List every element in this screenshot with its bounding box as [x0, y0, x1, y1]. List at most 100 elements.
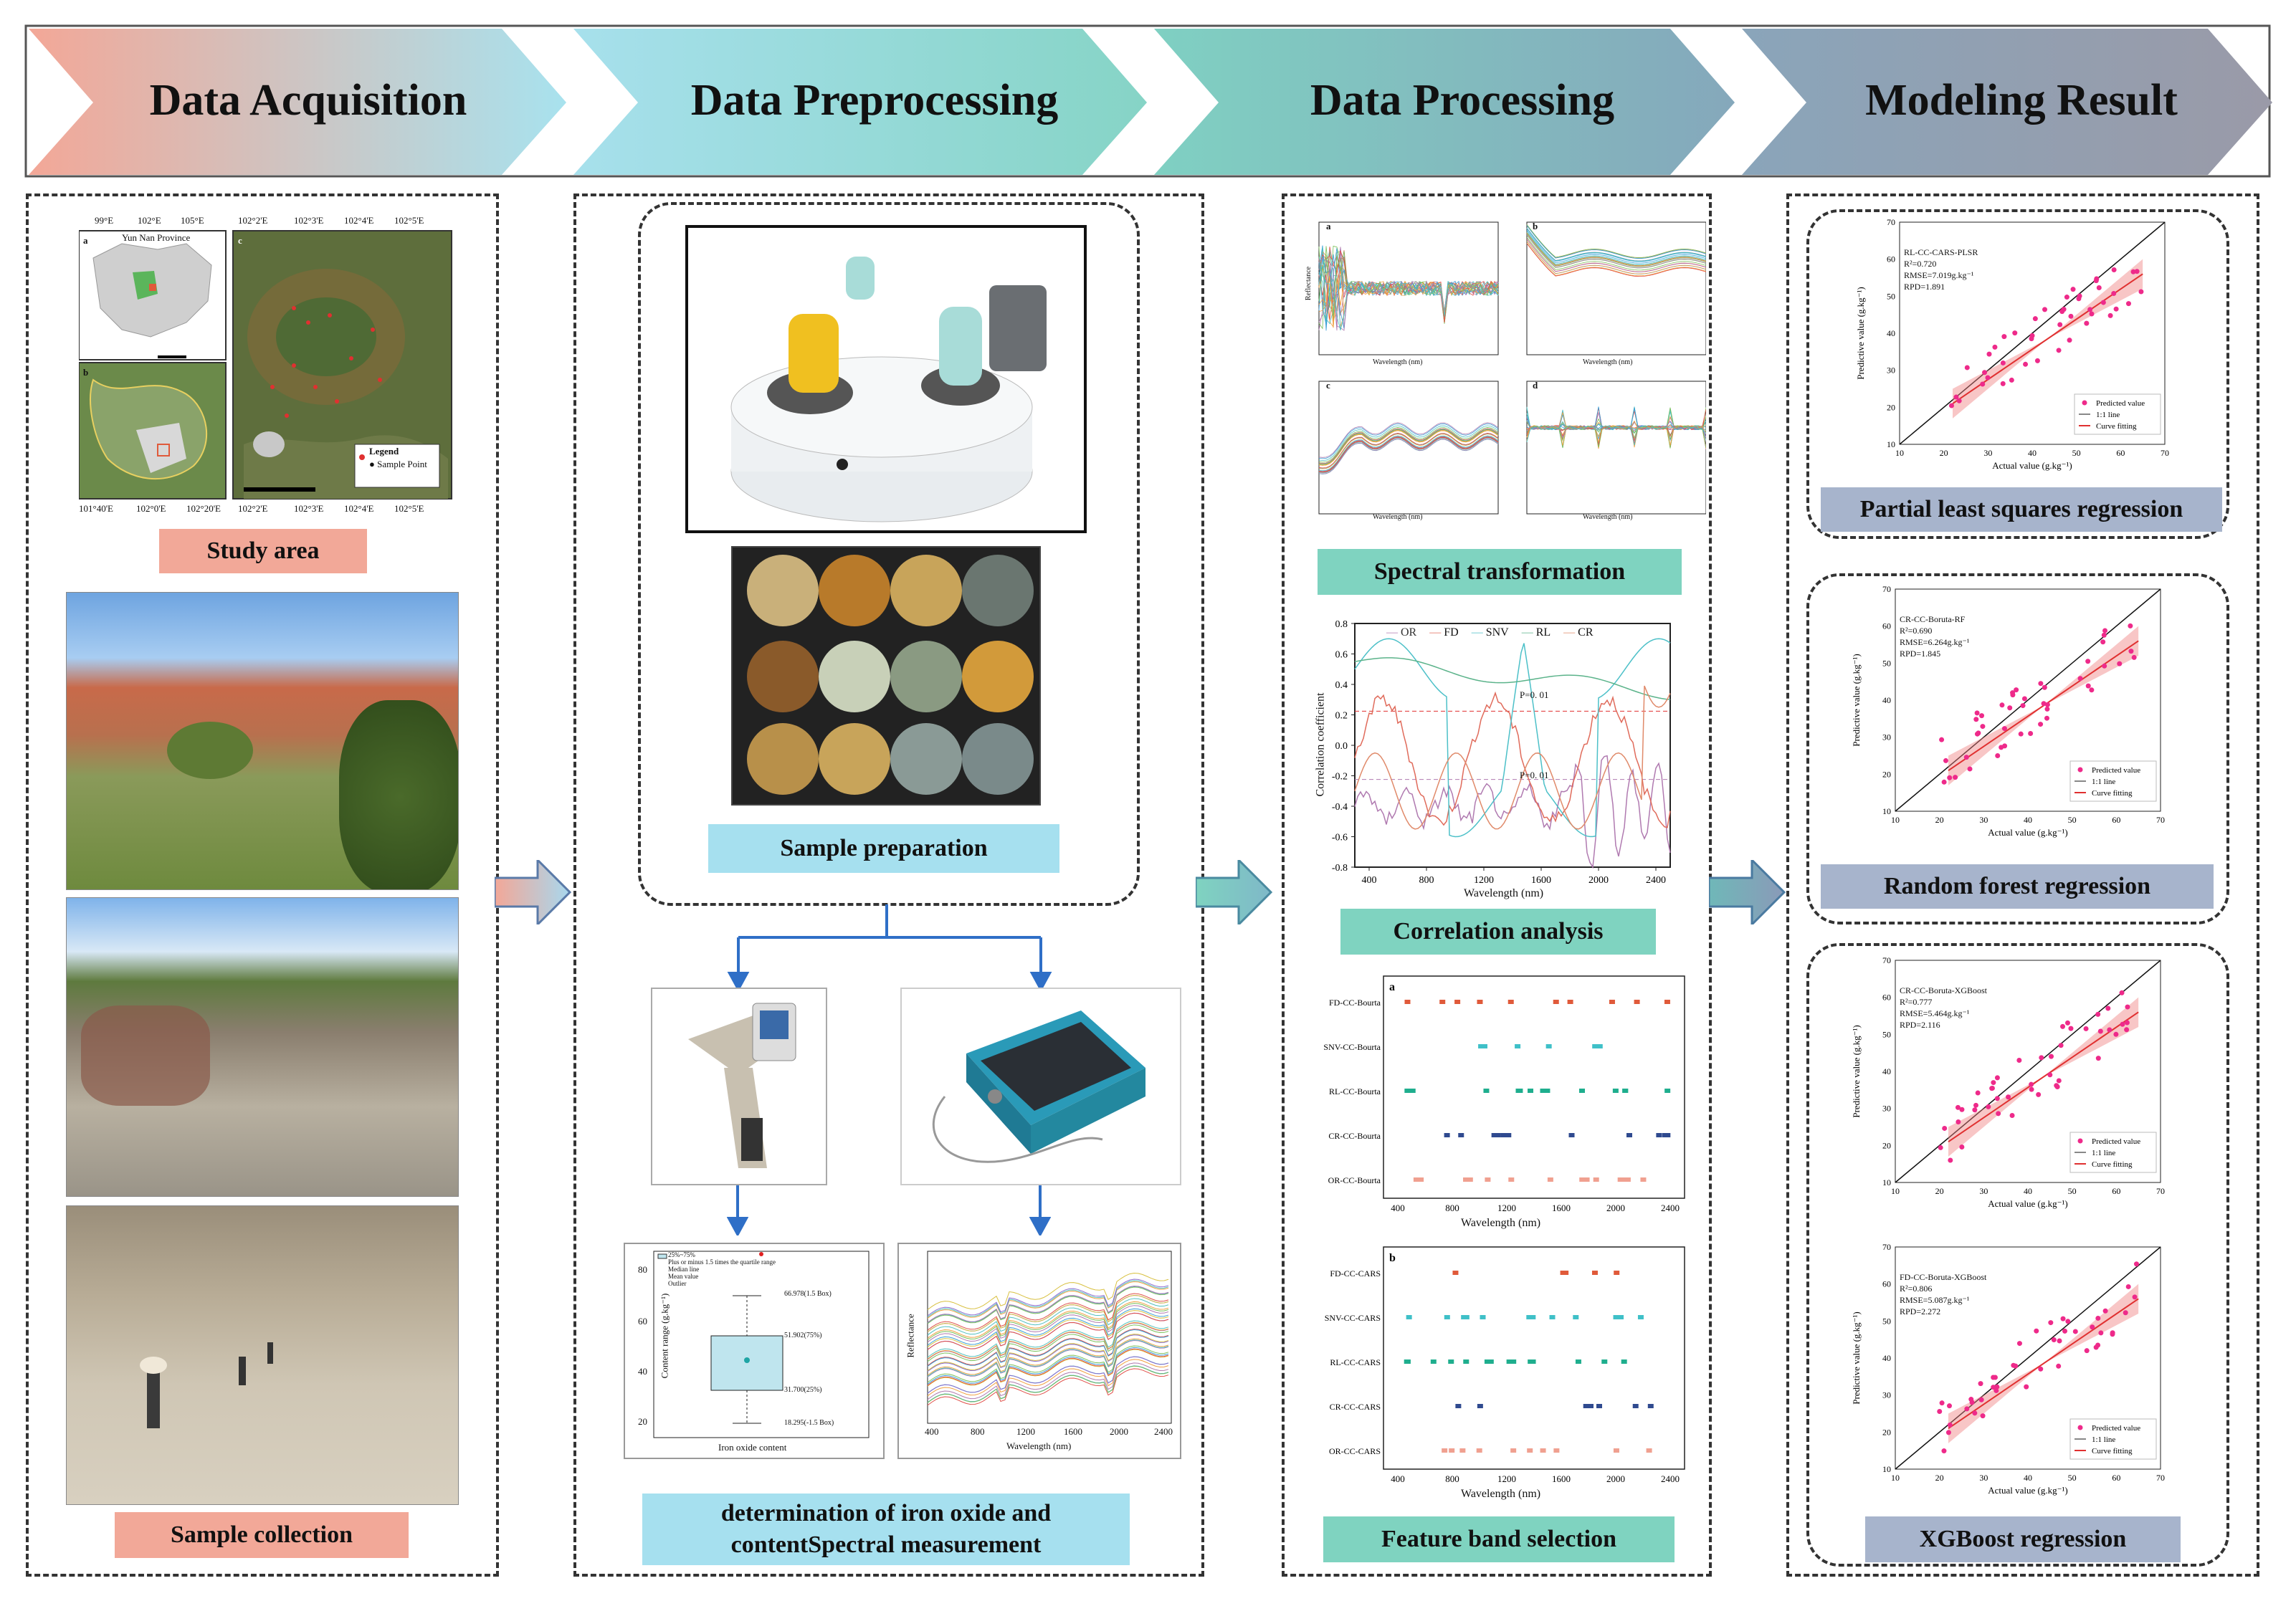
- corr-ytick: -0.2: [1332, 772, 1348, 783]
- selected-band: [1621, 1177, 1627, 1182]
- data-point: [2057, 322, 2063, 328]
- data-point: [1968, 1397, 1974, 1402]
- data-point: [2038, 681, 2044, 687]
- selected-band: [1528, 1359, 1534, 1364]
- selected-band: [1664, 1000, 1670, 1004]
- spectrum-curve: [927, 1347, 1169, 1385]
- selected-band: [1507, 1000, 1514, 1004]
- selected-band: [1591, 1271, 1598, 1275]
- selected-band: [1430, 1359, 1437, 1364]
- selected-band: [1624, 1177, 1631, 1182]
- data-point: [2021, 696, 2027, 702]
- scatter-legend-item: 1:1 line: [2092, 778, 2115, 786]
- scatter-legend-item: Predicted value: [2092, 766, 2140, 775]
- selected-band: [1404, 1089, 1411, 1093]
- data-point: [2100, 300, 2106, 305]
- band-row-label: CR-CC-CARS: [1330, 1402, 1381, 1412]
- transform-curve: [1318, 423, 1499, 459]
- data-point: [1972, 1107, 1978, 1113]
- study-area-label: Study area: [159, 529, 367, 573]
- sample-points: [270, 306, 382, 460]
- selected-band: [1640, 1177, 1647, 1182]
- data-point: [2098, 1330, 2104, 1336]
- band-xtick: 400: [1391, 1203, 1405, 1213]
- scatter-ytick: 40: [1882, 1066, 1891, 1076]
- scatter-ytick: 60: [1882, 993, 1891, 1003]
- data-point: [2034, 358, 2040, 363]
- transform-curve: [1318, 430, 1499, 466]
- data-point: [1980, 1413, 1986, 1419]
- selected-band: [1528, 1089, 1534, 1093]
- transform-curve: [1526, 407, 1707, 438]
- scatter-xtick: 60: [2116, 448, 2125, 458]
- scatter-ytick: 50: [1882, 658, 1891, 668]
- spectrum-curve: [927, 1281, 1169, 1319]
- selected-band: [1491, 1133, 1497, 1137]
- stage-title-preprocessing: Data Preprocessing: [690, 76, 1059, 125]
- scatter-legend-item: 1:1 line: [2092, 1435, 2115, 1444]
- band-xtick: 1200: [1497, 1203, 1516, 1213]
- data-point: [2054, 1084, 2060, 1089]
- transform-curve: [1318, 436, 1499, 472]
- scatter-xtick: 40: [2028, 448, 2037, 458]
- sample-prep-group: [638, 202, 1140, 906]
- data-point: [1973, 1102, 1978, 1108]
- data-point: [2009, 377, 2014, 383]
- spectrum-curve: [927, 1293, 1169, 1331]
- selected-band: [1664, 1089, 1671, 1093]
- xrf-analyzer-image: [651, 988, 827, 1185]
- data-point: [2007, 705, 2013, 711]
- data-point: [1978, 1381, 1983, 1387]
- data-point: [2048, 1053, 2054, 1059]
- data-point: [1941, 779, 1947, 785]
- feature-band-label: Feature band selection: [1323, 1516, 1675, 1562]
- band-panel-label: b: [1389, 1252, 1396, 1264]
- data-point: [2123, 1310, 2128, 1316]
- selected-band: [1448, 1359, 1454, 1364]
- scatter-ytick: 20: [1887, 402, 1895, 412]
- corr-series-CR: [1354, 685, 1671, 830]
- plsr-label: Partial least squares regression: [1821, 487, 2222, 532]
- scatter-ytick: 20: [1882, 1427, 1891, 1437]
- data-point: [1993, 1387, 1999, 1393]
- stage-title-processing: Data Processing: [1310, 76, 1615, 125]
- data-point: [2038, 1366, 2044, 1372]
- selected-band: [1478, 1044, 1485, 1048]
- selected-band: [1545, 1044, 1552, 1048]
- scatter-xtick: 70: [2156, 1186, 2165, 1196]
- spectrum-curve: [927, 1279, 1169, 1316]
- ball-mill-image: [685, 225, 1087, 533]
- data-point: [2001, 334, 2007, 340]
- transform-curve: [1526, 243, 1707, 277]
- scatter-xtick: 20: [1935, 1186, 1944, 1196]
- data-point: [2068, 313, 2074, 319]
- scatter-xtick: 10: [1891, 1473, 1900, 1483]
- data-point: [2056, 348, 2062, 353]
- data-point: [2056, 1078, 2062, 1084]
- data-point: [1978, 1397, 1984, 1402]
- data-point: [1947, 1422, 1953, 1428]
- transform-curve: [1318, 435, 1499, 471]
- scatter-xtick: 10: [1895, 448, 1904, 458]
- band-xtick: 2400: [1661, 1473, 1680, 1484]
- scatter-ylabel: Predictive value (g.kg⁻¹): [1855, 287, 1866, 380]
- data-point: [2029, 1086, 2034, 1092]
- data-point: [1994, 1096, 2000, 1101]
- corr-ytick: 0.8: [1335, 619, 1348, 630]
- one-to-one-line: [1895, 588, 2161, 812]
- selected-band: [1485, 1177, 1491, 1182]
- data-point: [1974, 731, 1980, 737]
- data-point: [1995, 753, 2001, 759]
- spectrum-curve: [927, 1272, 1169, 1310]
- scatter-ytick: 30: [1882, 1104, 1891, 1114]
- spectrum-curve: [927, 1322, 1169, 1359]
- transform-curve: [1526, 225, 1707, 259]
- data-point: [1980, 381, 1986, 387]
- data-point: [2076, 296, 2082, 302]
- transform-curve: [1318, 250, 1499, 323]
- data-point: [2042, 307, 2048, 312]
- transform-curve: [1318, 254, 1499, 329]
- data-point: [1975, 1090, 1981, 1096]
- spectrum-curve: [927, 1294, 1169, 1332]
